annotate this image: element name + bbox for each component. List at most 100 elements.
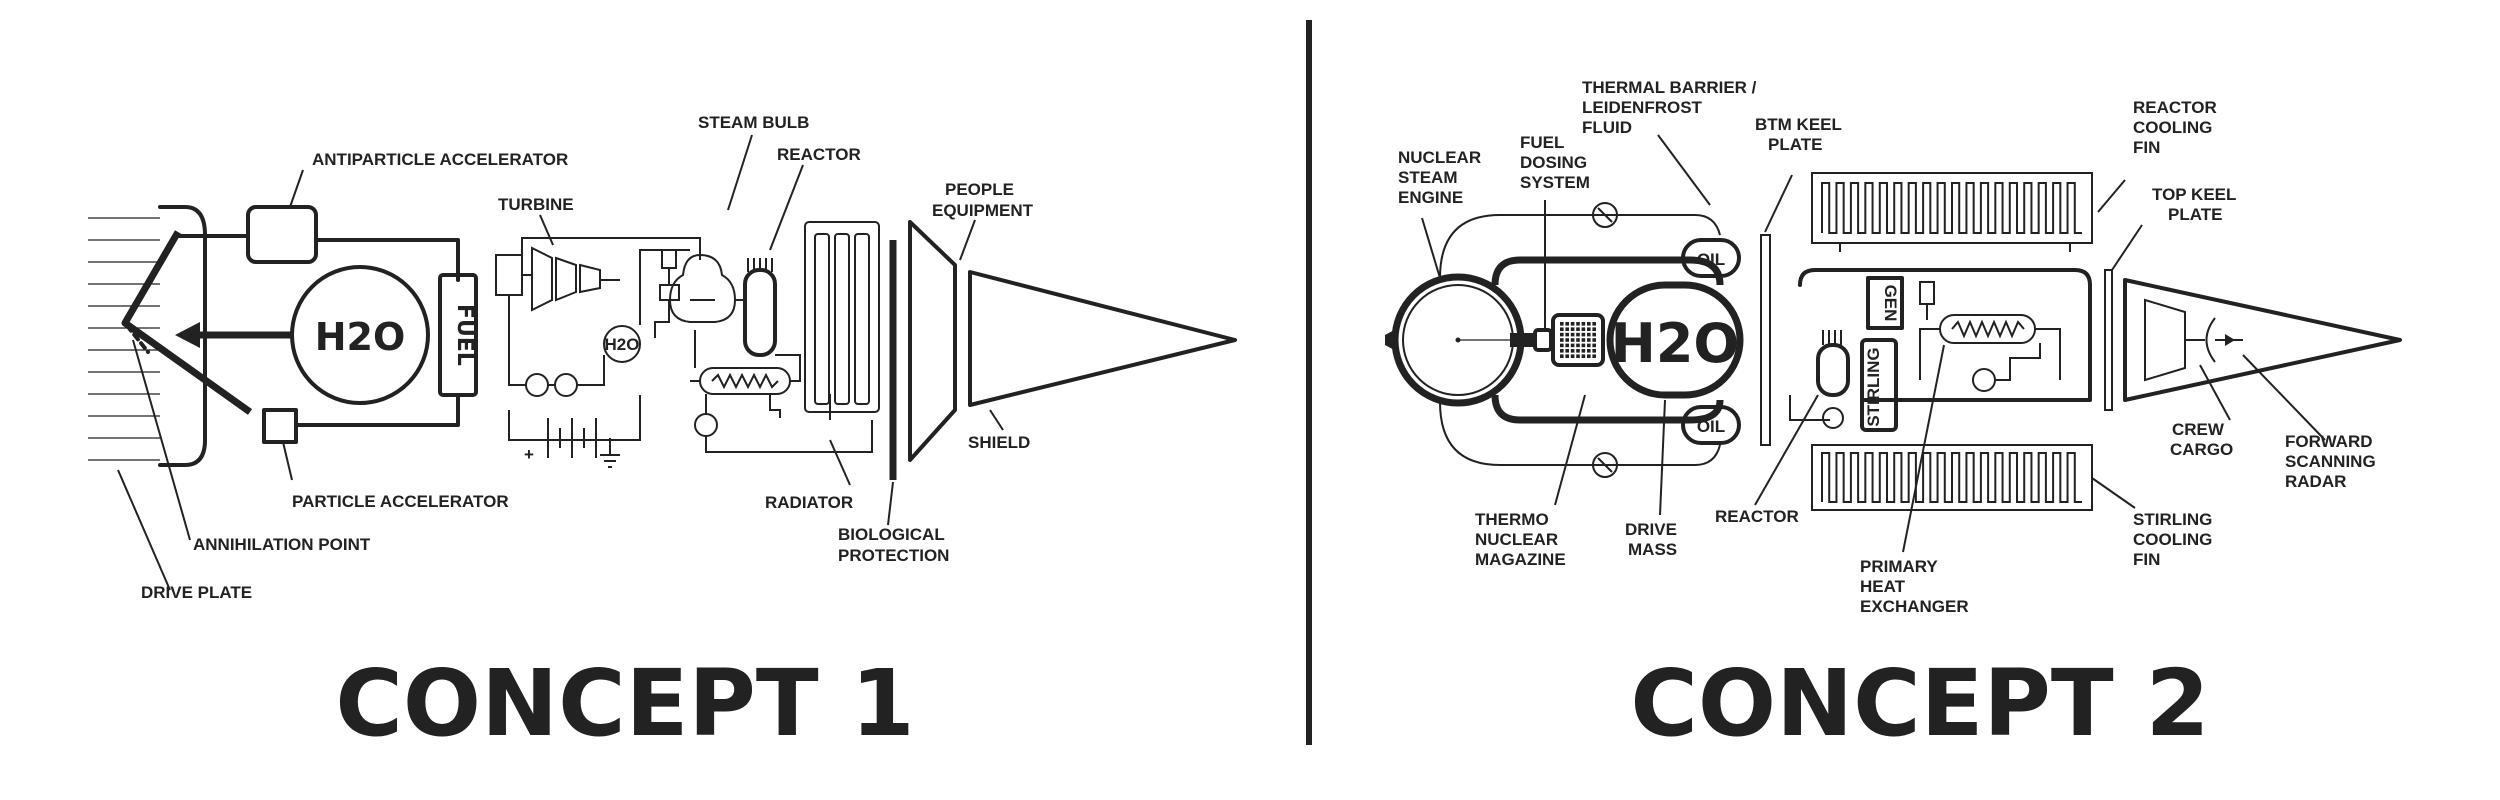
battery-plus: + — [524, 445, 534, 464]
oil-bottom-label: OIL — [1697, 417, 1725, 436]
magazine-cell — [1570, 343, 1575, 348]
valve-top — [1592, 202, 1618, 228]
drive-mass-tank — [1606, 281, 1744, 399]
exhaust-lines — [88, 217, 160, 461]
pump-2 — [554, 373, 578, 397]
magazine-cell — [1576, 354, 1580, 358]
annihilation-beams — [121, 230, 253, 415]
stirling-engine — [1860, 338, 1898, 432]
pump-c2 — [1972, 368, 1996, 392]
thermo-nuclear-magazine — [1551, 313, 1605, 367]
magazine-cell — [1592, 354, 1596, 358]
label-annihilation-point: ANNIHILATION POINT — [193, 535, 371, 554]
h2o-main-label: H2O — [1611, 312, 1740, 375]
turbine — [531, 246, 601, 312]
steam-bulb — [668, 253, 737, 323]
label-radiator: RADIATOR — [765, 493, 853, 512]
magazine-cell — [1565, 338, 1569, 342]
magazine-cell — [1587, 338, 1591, 342]
magazine-cell — [1570, 332, 1575, 337]
label-people: PEOPLE — [945, 180, 1014, 199]
particle-accelerator — [262, 408, 298, 444]
label-forward-scanning-radar: FORWARD SCANNING RADAR — [2285, 432, 2380, 491]
label-nuclear-steam-engine: NUCLEAR STEAM ENGINE — [1398, 148, 1486, 207]
fuel-label: FUEL — [452, 304, 477, 366]
shield-cone — [968, 270, 1237, 407]
gen-label: GEN — [1881, 285, 1900, 322]
oil-tank-top — [1681, 238, 1741, 278]
primary-heat-exchanger — [1939, 314, 2036, 344]
magazine-cell — [1560, 338, 1564, 342]
turbine-inlet — [495, 254, 523, 296]
label-reactor-cooling-fin: REACTOR COOLING FIN — [2133, 98, 2221, 157]
oil-tank-bottom — [1681, 405, 1741, 445]
valve-c2 — [1919, 281, 1935, 305]
magazine-cell — [1570, 349, 1575, 353]
magazine-cell — [1560, 349, 1564, 353]
label-drive-plate: DRIVE PLATE — [141, 583, 252, 602]
magazine-cell — [1570, 327, 1575, 331]
magazine-cell — [1592, 343, 1596, 348]
btm-keel-plate — [1760, 234, 1771, 446]
label-thermal-barrier: THERMAL BARRIER / LEIDENFROST FLUID — [1582, 78, 1761, 137]
magazine-cell — [1592, 332, 1596, 337]
magazine-cell — [1587, 349, 1591, 353]
magazine-cell — [1565, 332, 1569, 337]
reactor-cooling-fin — [1811, 172, 2093, 252]
forward-scanning-radar — [2205, 317, 2243, 363]
pump-3 — [694, 413, 718, 437]
magazine-cell — [1570, 354, 1575, 358]
label-reactor-c1: REACTOR — [777, 145, 861, 164]
magazine-cell — [1565, 354, 1569, 358]
magazine-cell — [1560, 343, 1564, 348]
magazine-cell — [1581, 343, 1586, 348]
stirling-label: STIRLING — [1864, 347, 1883, 426]
radiator-c1 — [804, 221, 880, 413]
valve-bottom — [1592, 452, 1618, 478]
label-protection: PROTECTION — [838, 546, 949, 565]
concept-2-title: CONCEPT 2 — [1630, 650, 2209, 757]
magazine-cell — [1576, 332, 1580, 337]
magazine-cell — [1587, 322, 1591, 326]
magazine-cell — [1560, 327, 1564, 331]
magazine-cell — [1576, 327, 1580, 331]
label-particle-accelerator: PARTICLE ACCELERATOR — [292, 492, 509, 511]
magazine-cell — [1576, 343, 1580, 348]
magazine-cell — [1576, 338, 1580, 342]
magazine-cell — [1581, 332, 1586, 337]
magazine-cell — [1570, 322, 1575, 326]
magazine-cell — [1570, 338, 1575, 342]
magazine-cell — [1592, 322, 1596, 326]
magazine-cell — [1560, 332, 1564, 337]
magazine-cell — [1565, 322, 1569, 326]
top-keel-plate — [2104, 269, 2113, 411]
label-thermo-nuclear-magazine: THERMO NUCLEAR MAGAZINE — [1475, 510, 1566, 569]
magazine-cell — [1560, 322, 1564, 326]
crew-cargo — [2144, 298, 2186, 382]
h2o-small-tank — [603, 325, 641, 363]
magazine-cell — [1592, 338, 1596, 342]
people-equipment — [908, 220, 957, 462]
concept-2-diagram: H2O OIL OIL — [1385, 78, 2402, 757]
label-crew-cargo: CREW CARGO — [2170, 420, 2233, 459]
label-antiparticle-accelerator: ANTIPARTICLE ACCELERATOR — [312, 150, 568, 169]
magazine-cell — [1587, 343, 1591, 348]
magazine-cell — [1581, 349, 1586, 353]
fuel-tank — [438, 273, 478, 397]
label-shield: SHIELD — [968, 433, 1030, 452]
label-turbine: TURBINE — [498, 195, 574, 214]
magazine-cell — [1587, 354, 1591, 358]
magazine-cell — [1581, 354, 1586, 358]
magazine-cell — [1581, 338, 1586, 342]
valve-1 — [661, 249, 677, 269]
oil-top-label: OIL — [1697, 250, 1725, 269]
pump-1 — [525, 373, 549, 397]
engine-coupler — [1510, 333, 1535, 347]
label-steam-bulb: STEAM BULB — [698, 113, 809, 132]
annihilation-point — [123, 296, 150, 354]
magazine-cell — [1565, 343, 1569, 348]
leader-lines-c1 — [117, 134, 1004, 591]
label-biological: BIOLOGICAL — [838, 525, 945, 544]
